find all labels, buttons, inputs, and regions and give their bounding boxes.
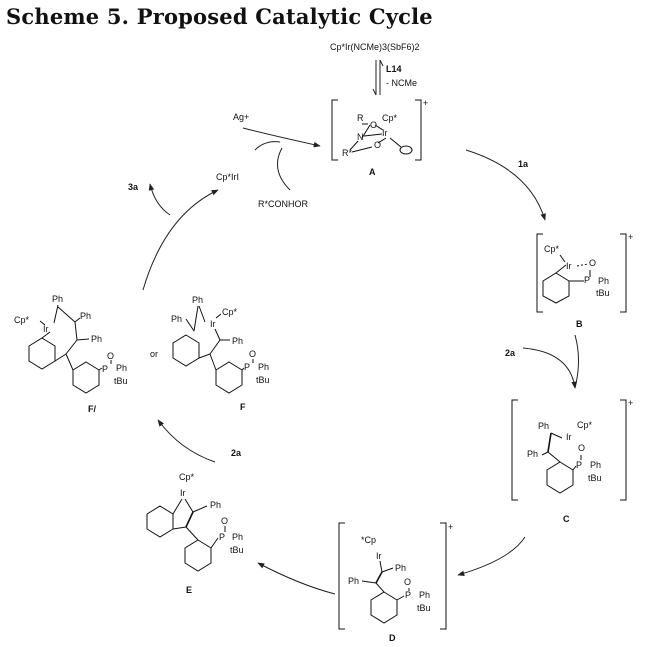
reagent-1a: 1a [518, 159, 529, 169]
A-O2: O [374, 140, 381, 150]
B-Cp: Cp* [544, 244, 560, 254]
D-Ph2: Ph [348, 576, 359, 586]
E-Ph2: Ph [232, 532, 243, 542]
A-Ir: Ir [382, 128, 388, 138]
E-tBu: tBu [230, 545, 244, 555]
charge-D: + [448, 522, 453, 532]
reagent-2a-right: 2a [505, 348, 516, 358]
D-Ir: Ir [376, 551, 382, 561]
arrow-B-to-C [522, 347, 577, 389]
arrow-E-to-F [157, 419, 216, 463]
C-Ph1: Ph [538, 421, 549, 431]
E-Cp: Cp* [179, 472, 195, 482]
F-Ph4: Ph [258, 362, 269, 372]
reagent-2a-left: 2a [231, 448, 242, 458]
C-Ph2: Ph [527, 449, 538, 459]
charge-A: + [423, 98, 428, 108]
arrow-A-to-B [465, 149, 546, 221]
substrate-start-label: R*CONHOR [258, 199, 309, 209]
E-P: P [219, 532, 225, 542]
C-Ir: Ir [566, 432, 572, 442]
arrow-F-to-catalyst [142, 189, 219, 291]
Fp-Ph3: Ph [91, 334, 102, 344]
reagent-3a: 3a [128, 182, 139, 192]
A-O: O [370, 120, 377, 130]
arrow-into-A [242, 127, 321, 148]
B-Ph: Ph [598, 276, 609, 286]
ligand-loss-label: - NCMe [386, 78, 417, 88]
B-tBu: tBu [596, 288, 610, 298]
charge-B: + [628, 232, 633, 242]
arrow-release-3a [148, 183, 171, 216]
F-Ir: Ir [210, 319, 216, 329]
E-Ph1: Ph [210, 500, 221, 510]
equilibrium-arrows [372, 59, 384, 96]
ligand-add-label: L14 [386, 64, 402, 74]
F-P: P [244, 362, 250, 372]
Fp-Ph2: Ph [80, 311, 91, 321]
D-Cp: *Cp [361, 535, 376, 545]
D-Ph3: Ph [419, 590, 430, 600]
D-P: P [405, 590, 411, 600]
Fp-Ph4: Ph [116, 363, 127, 373]
arrow-B-to-C-main [574, 334, 579, 389]
A-Rstar: R* [342, 148, 352, 158]
F-Cp: Cp* [222, 307, 238, 317]
A-Cp: Cp* [382, 113, 398, 123]
label-E: E [186, 585, 192, 595]
label-C: C [563, 514, 570, 524]
compound-E: Cp* Ir Ph O P Ph tBu E [146, 472, 244, 595]
label-B: B [576, 319, 583, 329]
Fp-Ir: Ir [43, 324, 49, 334]
C-O: O [578, 443, 585, 453]
arrow-substrate-merge [277, 147, 291, 191]
F-tBu: tBu [256, 375, 270, 385]
D-tBu: tBu [417, 603, 431, 613]
cpir-label: Cp*IrI [216, 172, 239, 182]
arrow-C-to-D [457, 536, 526, 576]
label-F: F [240, 402, 246, 412]
F-Ph1: Ph [192, 295, 203, 305]
label-A: A [369, 167, 376, 177]
compound-B: + Cp* Ir O P Ph tBu B [536, 232, 633, 329]
scheme-title: Scheme 5. Proposed Catalytic Cycle [6, 4, 433, 29]
B-O: O [589, 258, 596, 268]
E-Ir: Ir [180, 488, 186, 498]
A-R: R [357, 113, 364, 123]
B-P: P [584, 275, 590, 285]
C-P: P [576, 460, 582, 470]
B-Ir: Ir [566, 261, 572, 271]
compound-D: + *Cp Ir Ph Ph O P Ph tBu D [338, 522, 453, 643]
Fp-P: P [102, 364, 108, 374]
Fp-Cp: Cp* [14, 315, 30, 325]
silver-label: Ag+ [233, 112, 249, 122]
arrow-D-to-E [257, 562, 336, 595]
compound-F-prime: Ph Cp* Ph Ir Ph O P Ph tBu F/ [14, 294, 128, 414]
F-O: O [249, 349, 256, 359]
E-O: O [221, 516, 228, 526]
D-O: O [404, 577, 411, 587]
label-D: D [389, 633, 396, 643]
arrow-silver-merge [254, 141, 281, 151]
compound-A: + R O Cp* N Ir R* O A [331, 98, 428, 177]
A-N: N [357, 132, 364, 142]
D-Ph1: Ph [395, 563, 406, 573]
or-label: or [150, 349, 158, 359]
C-tBu: tBu [588, 473, 602, 483]
F-Ph3: Ph [232, 336, 243, 346]
C-Cp: Cp* [577, 420, 593, 430]
compound-F: Ph Cp* Ph Ir Ph O P Ph tBu F [171, 295, 270, 412]
Fp-O: O [107, 351, 114, 361]
compound-C: + Ph Cp* Ir O Ph P Ph tBu C [511, 398, 633, 524]
label-F-prime: F/ [88, 404, 96, 414]
charge-C: + [628, 398, 633, 408]
Fp-Ph1: Ph [52, 294, 63, 304]
Fp-tBu: tBu [114, 376, 128, 386]
F-Ph2: Ph [171, 314, 182, 324]
precursor-label: Cp*Ir(NCMe)3(SbF6)2 [330, 42, 420, 52]
C-Ph3: Ph [590, 460, 601, 470]
